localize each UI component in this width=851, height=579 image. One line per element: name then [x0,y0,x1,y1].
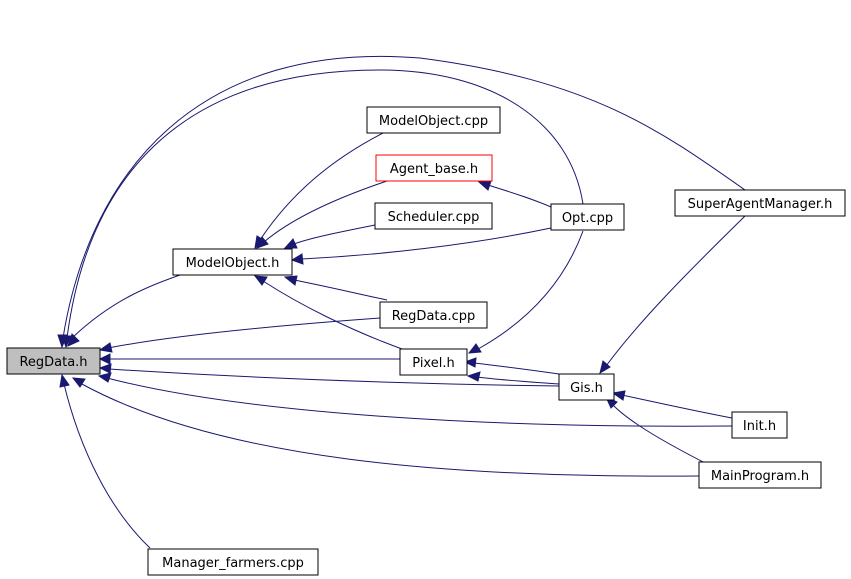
edge-mainprogram-h-to-gis-h [604,395,708,465]
node-label: Scheduler.cpp [388,210,480,225]
node-label: Agent_base.h [390,162,478,177]
node-box [379,301,488,329]
edge-pixel-h-to-modelobject-h [253,275,403,350]
node-box [550,203,625,231]
edge-scheduler-cpp-to-modelobject-h [283,224,376,249]
node-label: MainProgram.h [711,469,809,484]
node-box [731,411,788,439]
node-box [674,189,846,217]
edge-pixel-h-to-gis-h [466,371,560,385]
node-gis-h[interactable]: Gis.h [558,373,615,401]
edge-opt-cpp-to-pixel-h [467,230,584,354]
node-label: Opt.cpp [562,211,613,226]
edge-init-h-to-regdata-h [97,372,733,427]
edge-opt-cpp-to-regdata-h [61,69,584,349]
edge-gis-h-to-pixel-h [463,357,560,375]
node-agent-base-h[interactable]: Agent_base.h [375,154,493,182]
node-box [366,106,501,134]
node-box [147,548,319,576]
edge-regdata-cpp-to-regdata-h [98,317,381,353]
edge-agent-base-h-to-modelobject-h [256,179,391,249]
node-label: RegData.h [19,355,87,370]
edge-opt-cpp-to-modelobject-h [290,227,552,265]
node-label: RegData.cpp [392,309,476,324]
edge-manager-farmers-cpp-to-regdata-h [59,373,151,549]
node-regdata-cpp[interactable]: RegData.cpp [379,301,488,329]
node-mainprogram-h[interactable]: MainProgram.h [698,461,822,489]
node-label: Pixel.h [412,356,454,371]
node-scheduler-cpp[interactable]: Scheduler.cpp [374,202,493,230]
node-label: ModelObject.cpp [379,114,488,129]
edge-mainprogram-h-to-regdata-h [71,377,700,477]
edge-gis-h-to-regdata-h [98,363,560,387]
node-box [6,347,101,375]
node-label: Manager_farmers.cpp [162,556,304,571]
node-box [698,461,822,489]
node-init-h[interactable]: Init.h [731,411,788,439]
node-manager-farmers-cpp[interactable]: Manager_farmers.cpp [147,548,319,576]
edge-superagentmanager-h-to-gis-h [599,215,746,375]
node-modelobject-cpp[interactable]: ModelObject.cpp [366,106,501,134]
node-box [374,202,493,230]
node-label: SuperAgentManager.h [688,197,833,212]
node-modelobject-h[interactable]: ModelObject.h [172,248,293,276]
node-box [558,373,615,401]
edge-regdata-cpp-to-modelobject-h [283,275,388,301]
node-opt-cpp[interactable]: Opt.cpp [550,203,625,231]
node-box [172,248,293,276]
edge-modelobject-cpp-to-modelobject-h [254,131,386,250]
edge-pixel-h-to-regdata-h [98,353,400,365]
edge-init-h-to-gis-h [611,390,733,419]
node-box [399,348,468,376]
node-regdata-h[interactable]: RegData.h [6,347,101,375]
node-label: Init.h [743,419,776,434]
node-box [375,154,493,182]
node-pixel-h[interactable]: Pixel.h [399,348,468,376]
node-label: ModelObject.h [186,256,280,271]
node-superagentmanager-h[interactable]: SuperAgentManager.h [674,189,846,217]
edge-modelobject-h-to-regdata-h [67,272,187,347]
node-label: Gis.h [570,381,603,396]
